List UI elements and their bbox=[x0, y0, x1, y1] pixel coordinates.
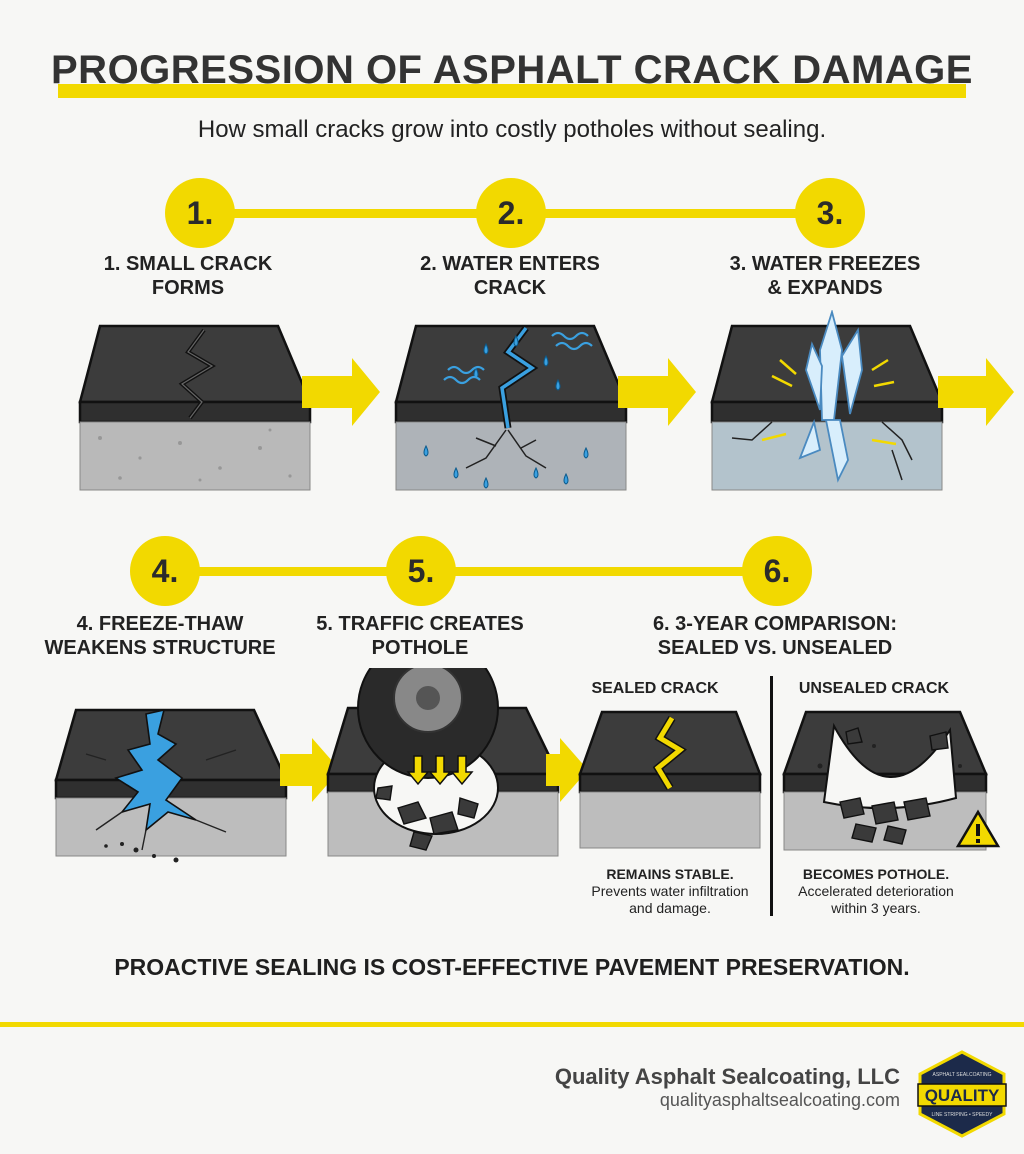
sealed-headline: REMAINS STABLE. bbox=[606, 866, 734, 882]
step-2-badge: 2. bbox=[476, 178, 546, 248]
svg-text:QUALITY: QUALITY bbox=[925, 1086, 1000, 1105]
step-2-label: 2. WATER ENTERS CRACK bbox=[380, 252, 640, 300]
sealed-desc-line2: and damage. bbox=[629, 900, 711, 916]
svg-text:ASPHALT SEALCOATING: ASPHALT SEALCOATING bbox=[933, 1072, 992, 1078]
step-5-label: 5. TRAFFIC CREATES POTHOLE bbox=[300, 612, 540, 660]
step-4-label-line1: 4. FREEZE-THAW bbox=[76, 613, 244, 635]
company-logo: QUALITY ASPHALT SEALCOATING LINE STRIPIN… bbox=[917, 1050, 1007, 1138]
step-3-label-line2: & EXPANDS bbox=[767, 277, 883, 299]
step-1-label-line2: FORMS bbox=[151, 277, 225, 299]
step-5-badge: 5. bbox=[386, 536, 456, 606]
arrow-right-icon bbox=[938, 358, 1014, 426]
footer-rule bbox=[0, 1022, 1024, 1027]
sealed-desc-line1: Prevents water infiltration bbox=[591, 883, 749, 899]
panel-water-enters bbox=[394, 324, 696, 491]
warning-icon bbox=[955, 809, 1001, 848]
page-title: PROGRESSION OF ASPHALT CRACK DAMAGE bbox=[51, 48, 973, 92]
step-5-label-line2: POTHOLE bbox=[371, 637, 469, 659]
panel-unsealed-crack bbox=[782, 710, 1001, 851]
panel-sealed-crack bbox=[578, 710, 762, 849]
step-6-label-line2: SEALED VS. UNSEALED bbox=[657, 637, 893, 659]
step-6-badge: 6. bbox=[742, 536, 812, 606]
step-2-label-line2: CRACK bbox=[473, 277, 547, 299]
arrow-right-icon bbox=[618, 358, 696, 426]
page-subtitle: How small cracks grow into costly pothol… bbox=[197, 116, 827, 143]
company-name: Quality Asphalt Sealcoating, LLC bbox=[554, 1064, 900, 1089]
step-2-label-line1: 2. WATER ENTERS bbox=[420, 253, 600, 275]
step-1-label: 1. SMALL CRACK FORMS bbox=[60, 252, 316, 300]
sealed-crack-label: SEALED CRACK bbox=[591, 680, 719, 697]
svg-text:LINE STRIPING • SPEEDY: LINE STRIPING • SPEEDY bbox=[932, 1112, 994, 1118]
step-3-label-line1: 3. WATER FREEZES bbox=[729, 253, 921, 275]
tagline: PROACTIVE SEALING IS COST-EFFECTIVE PAVE… bbox=[114, 954, 910, 980]
step-6-label: 6. 3-YEAR COMPARISON: SEALED VS. UNSEALE… bbox=[620, 612, 930, 660]
step-4-label: 4. FREEZE-THAW WEAKENS STRUCTURE bbox=[20, 612, 300, 660]
title-highlight bbox=[58, 84, 966, 98]
step-3-label: 3. WATER FREEZES & EXPANDS bbox=[695, 252, 955, 300]
step-4-label-line2: WEAKENS STRUCTURE bbox=[44, 637, 276, 659]
unsealed-headline: BECOMES POTHOLE. bbox=[802, 866, 950, 882]
panel-pothole bbox=[326, 668, 588, 857]
panel-water-freezes bbox=[710, 310, 1014, 491]
unsealed-desc-line2: within 3 years. bbox=[831, 900, 921, 916]
unsealed-caption: BECOMES POTHOLE. Accelerated deteriorati… bbox=[778, 866, 974, 917]
step-1-label-line1: 1. SMALL CRACK bbox=[103, 253, 273, 275]
arrow-right-icon bbox=[302, 358, 380, 426]
panel-freeze-thaw bbox=[54, 708, 340, 863]
step-5-label-line1: 5. TRAFFIC CREATES bbox=[316, 613, 524, 635]
step-4-badge: 4. bbox=[130, 536, 200, 606]
company-website[interactable]: qualityasphaltsealcoating.com bbox=[659, 1090, 900, 1110]
step-3-badge: 3. bbox=[795, 178, 865, 248]
step-6-label-line1: 6. 3-YEAR COMPARISON: bbox=[652, 613, 898, 635]
tire-icon bbox=[357, 668, 499, 779]
unsealed-crack-label: UNSEALED CRACK bbox=[798, 680, 950, 697]
comparison-divider bbox=[770, 676, 773, 916]
arrow-right-icon bbox=[546, 738, 588, 802]
step-1-badge: 1. bbox=[165, 178, 235, 248]
timeline-row-2 bbox=[170, 567, 770, 576]
sealed-caption: REMAINS STABLE. Prevents water infiltrat… bbox=[570, 866, 770, 917]
arrow-right-icon bbox=[280, 738, 340, 802]
unsealed-desc-line1: Accelerated deterioration bbox=[798, 883, 954, 899]
panel-small-crack bbox=[78, 324, 380, 491]
